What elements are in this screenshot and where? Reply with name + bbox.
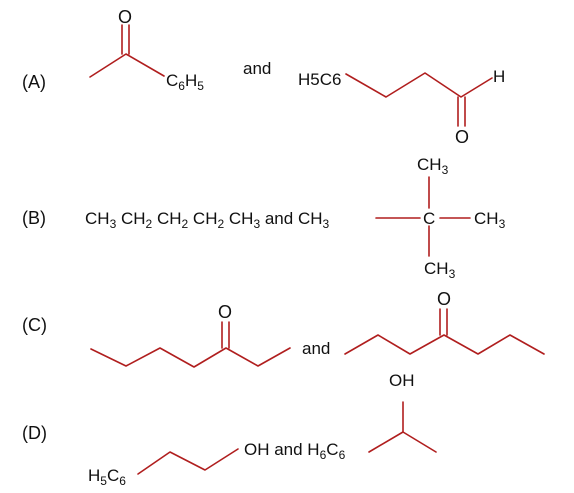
carbon-chain (345, 72, 493, 98)
option-c-molecule-1: O (90, 302, 291, 368)
oxygen-atom: O (455, 127, 469, 147)
oxygen-atom: O (218, 302, 232, 322)
option-d-label: (D) (22, 423, 47, 443)
option-b-branched-molecule: C CH3 CH3 CH3 (375, 155, 506, 281)
methyl-right: CH3 (474, 209, 506, 231)
methyl-bottom: CH3 (424, 259, 456, 281)
option-d-middle-text: OH and H6C6 (244, 440, 346, 462)
hydrogen-atom: H (493, 67, 505, 86)
option-a-and: and (243, 59, 271, 78)
option-a-molecule-1: O C6H5 (89, 7, 204, 93)
carbon-chain (344, 334, 545, 355)
option-c-label: (C) (22, 315, 47, 335)
carbon-chain (89, 53, 165, 78)
phenyl-group: C6H5 (166, 71, 204, 93)
option-d-molecule-1: H5C6 (88, 448, 239, 488)
carbon-chain (137, 448, 239, 475)
option-a: (A) O C6H5 and H5C6 H O (22, 7, 505, 147)
option-c-and: and (302, 339, 330, 358)
option-c-molecule-2: O (344, 289, 545, 355)
phenyl-group: H5C6 (88, 466, 126, 488)
carbon-chain (90, 347, 291, 368)
option-d-molecule-2: OH (368, 371, 437, 453)
hydroxyl-group: OH (389, 371, 415, 390)
option-a-molecule-2: H5C6 H O (298, 67, 505, 147)
option-c: (C) O and O (22, 289, 545, 368)
central-carbon: C (423, 209, 435, 228)
oxygen-atom: O (118, 7, 132, 27)
phenyl-group: H5C6 (298, 70, 341, 89)
option-b: (B) CH3 CH2 CH2 CH2 CH3 and CH3 C CH3 CH… (22, 155, 506, 281)
option-a-label: (A) (22, 72, 46, 92)
methyl-top: CH3 (417, 155, 449, 177)
option-b-linear-formula: CH3 CH2 CH2 CH2 CH3 and CH3 (85, 209, 330, 231)
option-d: (D) H5C6 OH and H6C6 OH (22, 371, 437, 488)
carbon-chain (368, 431, 437, 453)
option-b-label: (B) (22, 208, 46, 228)
oxygen-atom: O (437, 289, 451, 309)
